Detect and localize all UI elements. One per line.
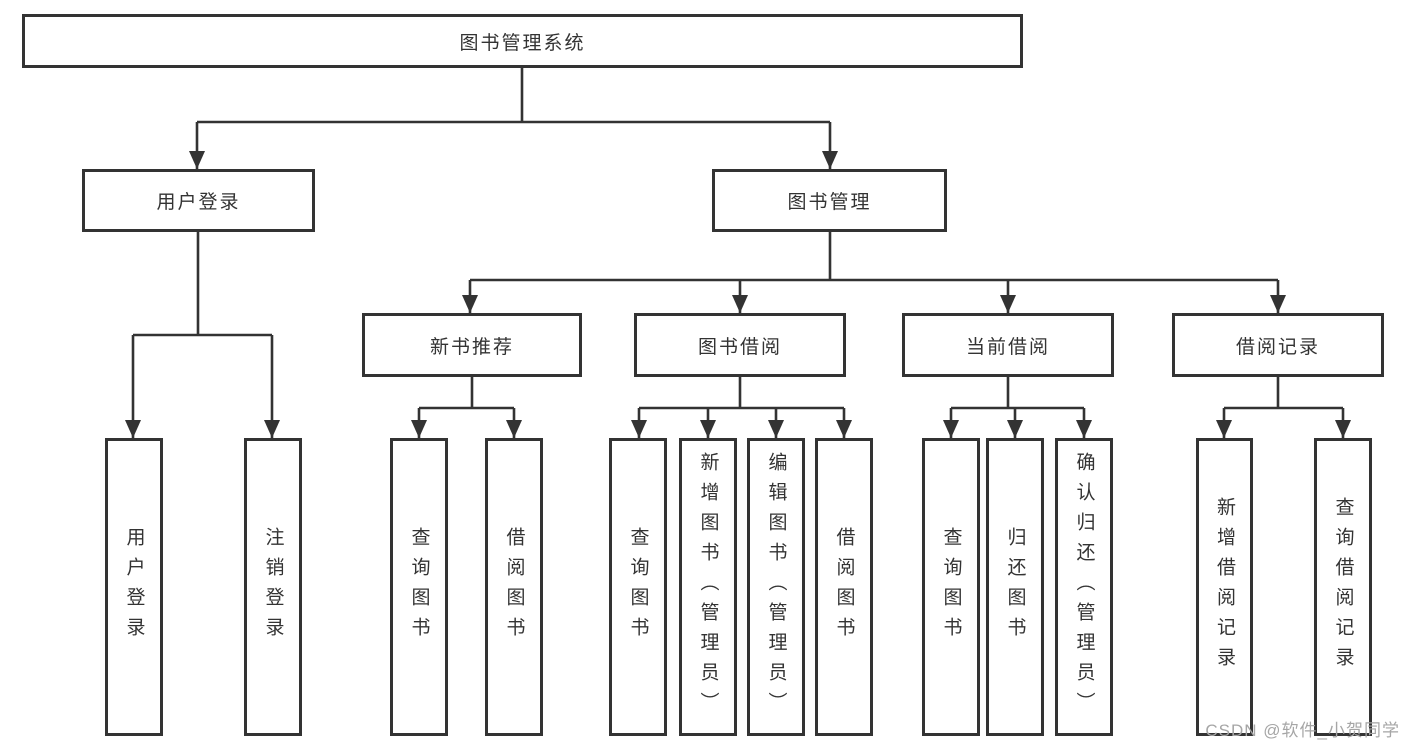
leaf-user-login: 用户登录 <box>105 438 163 736</box>
node-root-library-system: 图书管理系统 <box>22 14 1023 68</box>
leaf-logout: 注销登录 <box>244 438 302 736</box>
leaf-current-query-books: 查询图书 <box>922 438 980 736</box>
node-book-management: 图书管理 <box>712 169 947 232</box>
leaf-recommend-borrow-books: 借阅图书 <box>485 438 543 736</box>
node-borrow-records: 借阅记录 <box>1172 313 1384 377</box>
node-user-login: 用户登录 <box>82 169 315 232</box>
leaf-add-borrow-record: 新增借阅记录 <box>1196 438 1253 736</box>
leaf-borrow-query-books: 查询图书 <box>609 438 667 736</box>
node-new-book-recommend: 新书推荐 <box>362 313 582 377</box>
node-book-borrow: 图书借阅 <box>634 313 846 377</box>
csdn-watermark: CSDN @软件_小贺同学 <box>1205 721 1400 740</box>
leaf-return-books: 归还图书 <box>986 438 1044 736</box>
node-current-borrow: 当前借阅 <box>902 313 1114 377</box>
leaf-query-borrow-record: 查询借阅记录 <box>1314 438 1372 736</box>
leaf-confirm-return-admin: 确认归还（管理员） <box>1055 438 1113 736</box>
leaf-borrow-books: 借阅图书 <box>815 438 873 736</box>
leaf-recommend-query-books: 查询图书 <box>390 438 448 736</box>
leaf-edit-books-admin: 编辑图书（管理员） <box>747 438 805 736</box>
leaf-add-books-admin: 新增图书（管理员） <box>679 438 737 736</box>
